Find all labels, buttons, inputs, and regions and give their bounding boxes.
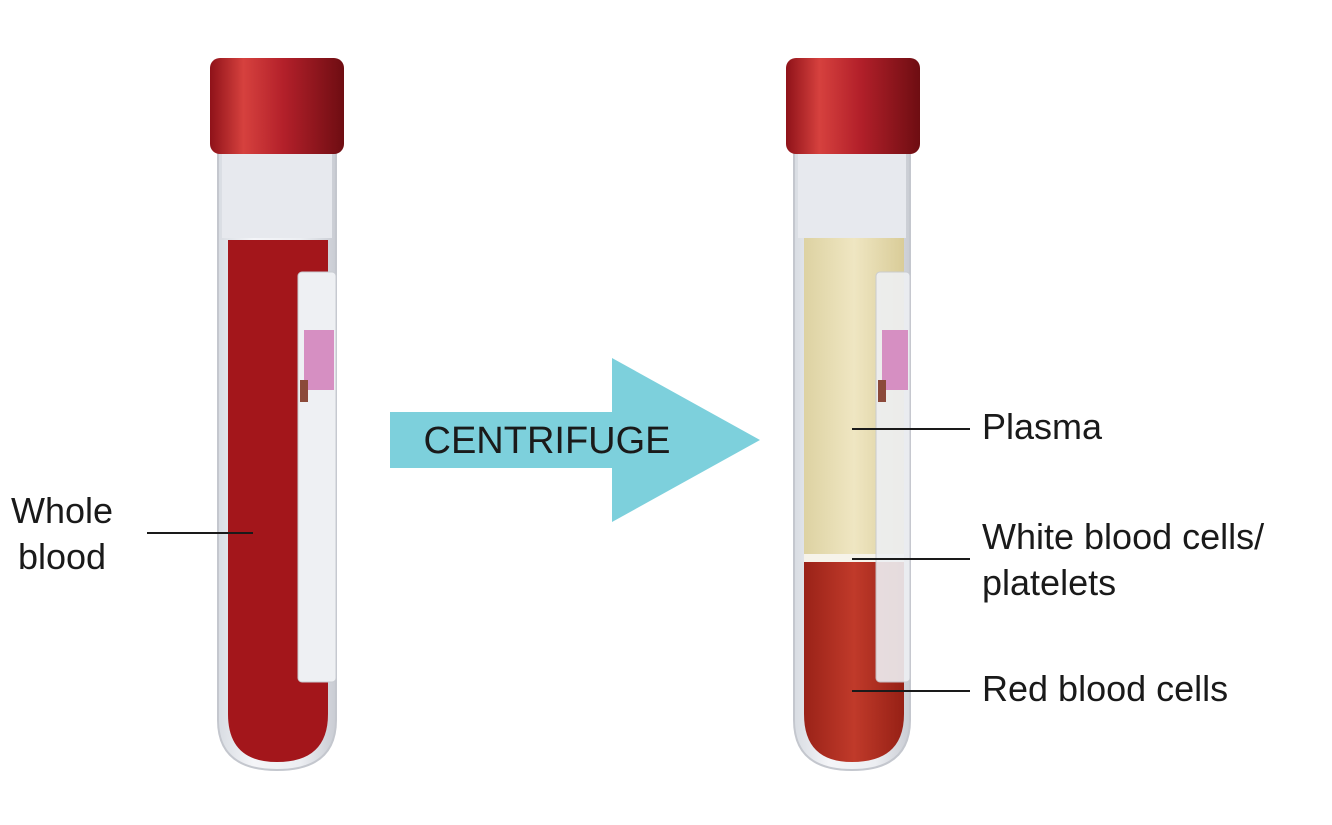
tube-separated [786, 58, 920, 772]
sticker-pink-band [882, 330, 908, 390]
tube-whole-blood [210, 58, 344, 772]
whole-blood-leader-line [147, 532, 253, 534]
whole-blood-label: Whole blood [0, 488, 126, 580]
tube-cap [786, 58, 920, 154]
wbc-platelets-leader-line [852, 558, 970, 560]
rbc-leader-line [852, 690, 970, 692]
plasma-leader-line [852, 428, 970, 430]
tube-stopper [798, 150, 906, 238]
sticker-pink-band [304, 330, 334, 390]
tube-cap [210, 58, 344, 154]
rbc-label: Red blood cells [982, 668, 1229, 709]
wbc-platelets-label-line2: platelets [982, 562, 1117, 603]
wbc-platelets-label: White blood cells/ platelets [982, 514, 1264, 606]
whole-blood-label-line2: blood [17, 536, 107, 577]
sticker-brown-band [878, 380, 886, 402]
centrifuge-label: CENTRIFUGE [423, 420, 671, 462]
plasma-label: Plasma [982, 406, 1103, 447]
whole-blood-label-line1: Whole [10, 490, 114, 531]
tube-stopper [222, 150, 332, 238]
centrifuge-arrow [390, 358, 760, 522]
sticker-brown-band [300, 380, 308, 402]
wbc-platelets-label-line1: White blood cells/ [982, 516, 1265, 557]
